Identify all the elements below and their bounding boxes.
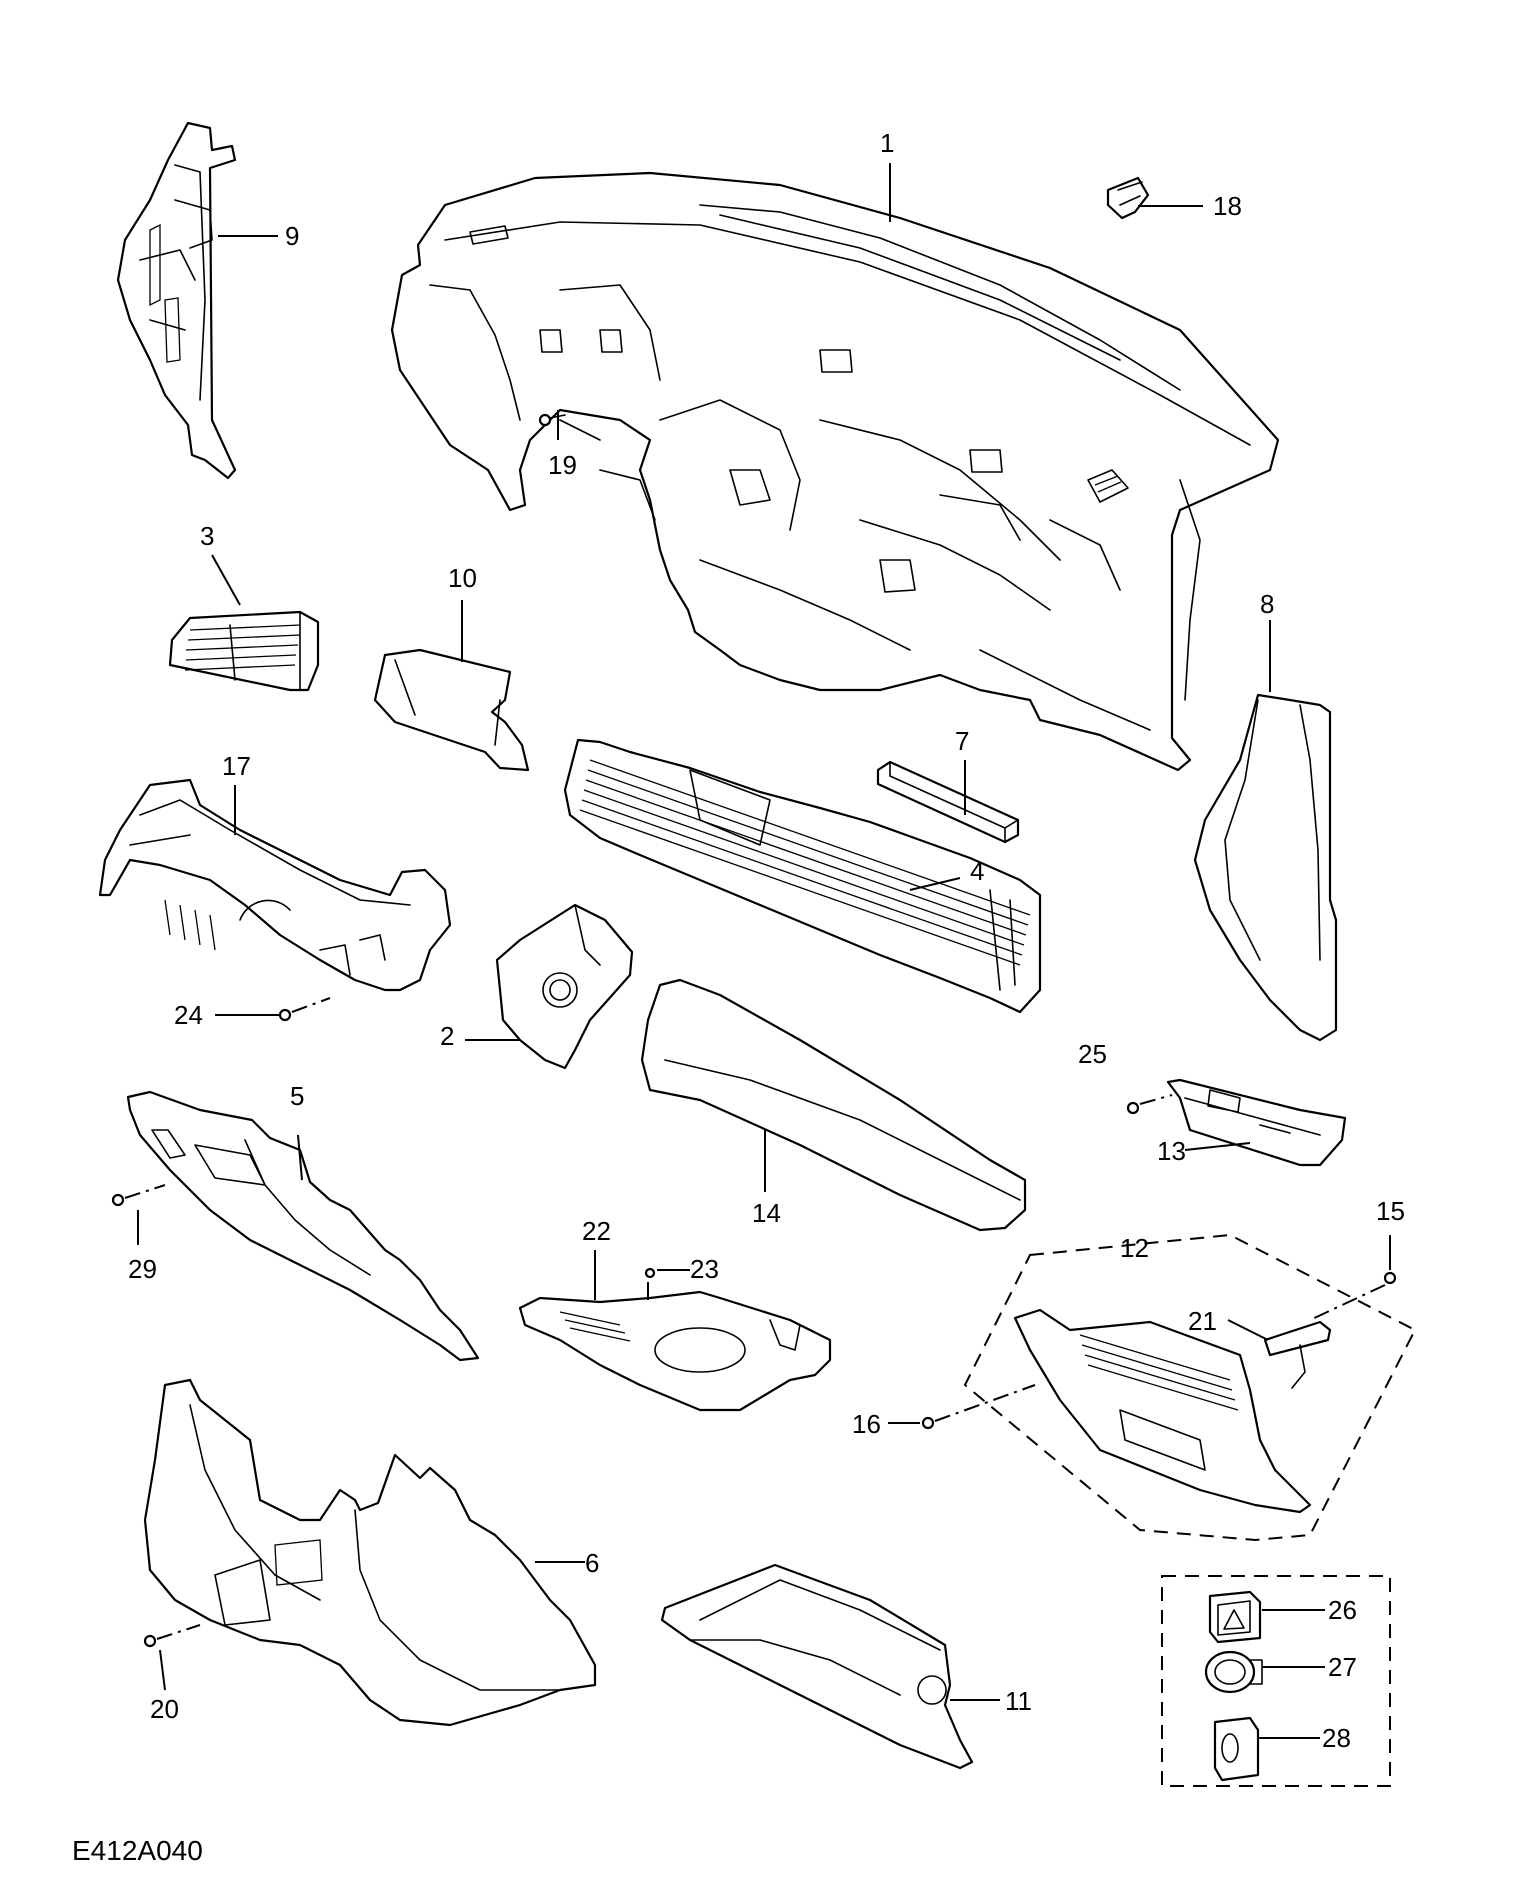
leader-lines [137, 163, 1391, 1739]
part-4-center-air-vent [563, 738, 1042, 1014]
callout-14: 14 [752, 1198, 781, 1228]
callout-16: 16 [852, 1409, 881, 1439]
part-20-screw [143, 1624, 201, 1648]
part-27-round-switch [1204, 1650, 1263, 1694]
callout-11: 11 [1005, 1686, 1032, 1716]
part-2-switch-trim [495, 903, 634, 1070]
part-8-right-end-panel [1193, 693, 1338, 1042]
callout-20: 20 [150, 1694, 179, 1724]
part-29-screw [111, 1184, 166, 1207]
part-12-glovebox-housing [1013, 1308, 1312, 1514]
callout-26: 26 [1328, 1595, 1357, 1625]
switch-group-outline [1161, 1575, 1391, 1787]
callout-1: 1 [880, 128, 894, 158]
part-25-screw [1126, 1094, 1173, 1115]
part-15-screw [1309, 1271, 1397, 1321]
part-23-clip [644, 1267, 656, 1279]
part-21-damper [1263, 1320, 1332, 1389]
callout-13: 13 [1157, 1136, 1186, 1166]
callout-labels: 1 2 3 4 5 6 7 8 9 10 11 12 13 14 15 16 1… [128, 128, 1405, 1753]
callout-10: 10 [448, 563, 477, 593]
part-3-side-air-vent [168, 610, 320, 692]
callout-12: 12 [1120, 1233, 1149, 1263]
part-19-screw [538, 413, 566, 427]
part-22-storage-tray [518, 1290, 832, 1412]
callout-21: 21 [1188, 1306, 1217, 1336]
callout-18: 18 [1213, 191, 1242, 221]
callout-29: 29 [128, 1254, 157, 1284]
callout-28: 28 [1322, 1723, 1351, 1753]
callout-22: 22 [582, 1216, 611, 1246]
callout-8: 8 [1260, 589, 1274, 619]
callout-24: 24 [174, 1000, 203, 1030]
part-11-glovebox-door [660, 1563, 974, 1770]
callout-19: 19 [548, 450, 577, 480]
callout-9: 9 [285, 221, 299, 251]
part-18-clip [1106, 176, 1150, 220]
callout-23: 23 [690, 1254, 719, 1284]
part-13-switch-pack [1166, 1078, 1347, 1167]
part-6-lower-knee-panel [143, 1378, 597, 1727]
callout-7: 7 [955, 726, 969, 756]
part-24-screw [278, 997, 331, 1022]
callout-15: 15 [1376, 1196, 1405, 1226]
part-7-trim-strip [876, 760, 1020, 844]
drawing-code: E412A040 [72, 1835, 203, 1866]
callout-6: 6 [585, 1548, 599, 1578]
part-28-rocker-switch [1213, 1716, 1260, 1782]
callout-4: 4 [970, 856, 984, 886]
part-10-trim-cover [373, 648, 530, 772]
callout-17: 17 [222, 751, 251, 781]
callout-5: 5 [290, 1081, 304, 1111]
part-9-end-trim-panel [116, 121, 237, 480]
part-1-instrument-panel [390, 171, 1280, 772]
callout-2: 2 [440, 1021, 454, 1051]
part-12-group-outline [963, 1233, 1417, 1542]
part-17-column-surround [98, 778, 452, 992]
part-14-lower-trim-panel [640, 978, 1027, 1232]
part-26-hazard-switch [1208, 1590, 1262, 1644]
callout-27: 27 [1328, 1652, 1357, 1682]
callout-25: 25 [1078, 1039, 1107, 1069]
callout-3: 3 [200, 521, 214, 551]
part-5-lower-left-trim [126, 1090, 480, 1362]
part-16-screw [921, 1384, 1036, 1430]
